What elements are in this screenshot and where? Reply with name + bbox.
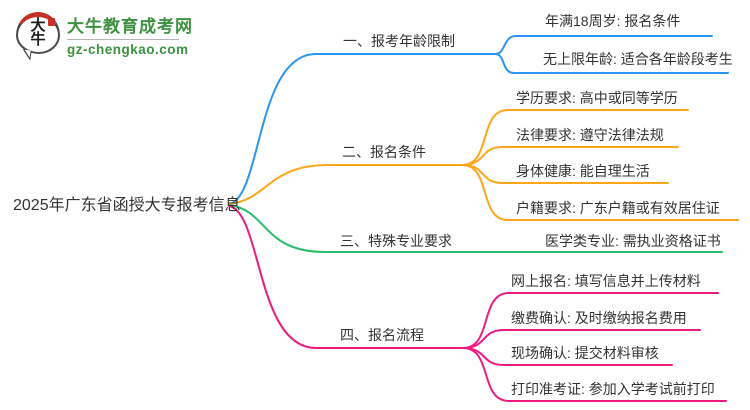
logo-bubble-text: 大牛 <box>30 18 46 49</box>
site-domain: gz-chengkao.com <box>67 42 189 57</box>
branch-2-child-2: 法律要求: 遵守法律法规 <box>516 127 664 143</box>
logo-bubble-icon: 大牛 <box>16 12 60 61</box>
central-topic: 2025年广东省函授大专报考信息 <box>13 197 241 214</box>
branch-4-child-1: 网上报名: 填写信息并上传材料 <box>511 273 701 289</box>
branch-2-child-4: 户籍要求: 广东户籍或有效居住证 <box>516 200 720 216</box>
branch-1-child-1: 年满18周岁: 报名条件 <box>545 13 681 29</box>
logo-brand-block: 大牛教育成考网 gz-chengkao.com <box>67 12 193 57</box>
branch-2-child-3: 身体健康: 能自理生活 <box>516 163 650 179</box>
branch-4-label: 四、报名流程 <box>340 327 424 343</box>
logo-divider <box>67 39 179 40</box>
branch-4-child-4: 打印准考证: 参加入学考试前打印 <box>511 381 715 397</box>
branch-2-label: 二、报名条件 <box>342 144 426 160</box>
site-logo[interactable]: 大牛 大牛教育成考网 gz-chengkao.com <box>16 12 193 61</box>
logo-bubble-tail <box>21 49 32 61</box>
branch-2-main-line <box>228 164 463 205</box>
branch-4-child-3: 现场确认: 提交材料审核 <box>511 345 659 361</box>
site-name: 大牛教育成考网 <box>67 17 193 36</box>
branch-1-main-line <box>228 53 496 205</box>
branch-2-child-1: 学历要求: 高中或同等学历 <box>516 90 678 106</box>
branch-1-label: 一、报考年龄限制 <box>343 33 455 49</box>
branch-3-child-1: 医学类专业: 需执业资格证书 <box>545 233 721 249</box>
branch-4-child-2: 缴费确认: 及时缴纳报名费用 <box>511 310 687 326</box>
branch-1-child-2: 无上限年龄: 适合各年龄段考生 <box>543 51 733 67</box>
branch-3-label: 三、特殊专业要求 <box>340 233 452 249</box>
logo-seal-icon <box>48 18 55 26</box>
